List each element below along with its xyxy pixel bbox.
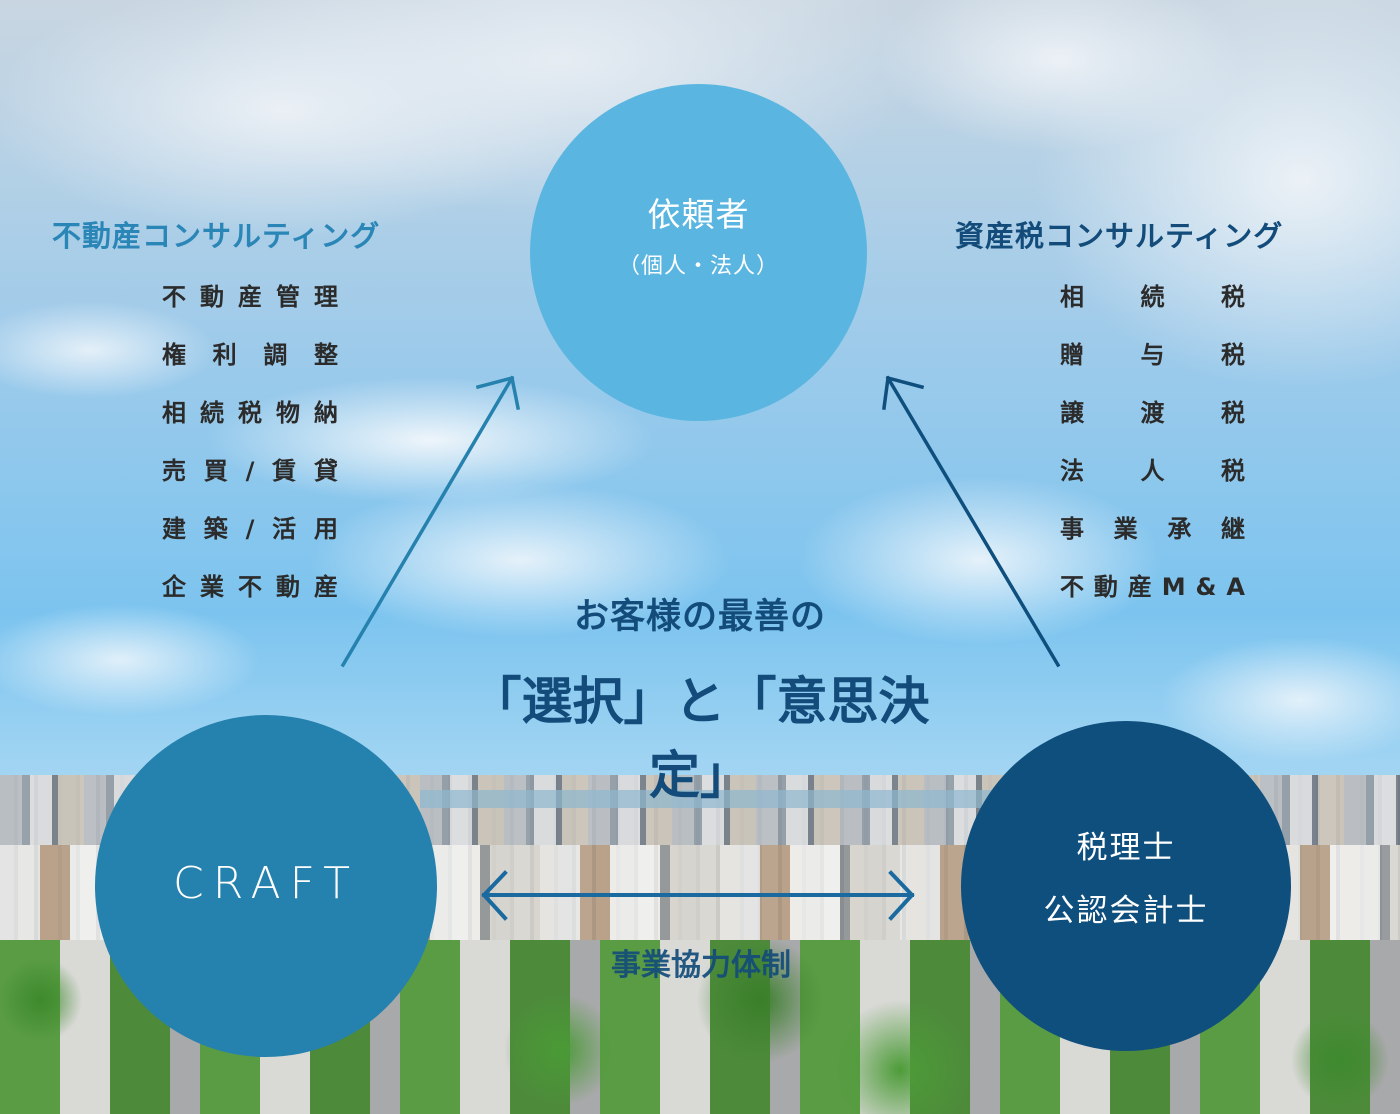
tagline-line1: お客様の最善の	[573, 597, 826, 637]
client-title: 依頼者	[647, 194, 750, 234]
list-item-char: 建	[162, 515, 186, 543]
tax-accountant-circle: 税理士 公認会計士	[961, 721, 1291, 1051]
list-item-char: 税	[1221, 341, 1245, 369]
arrow-cooperation-bidirectional	[481, 870, 915, 921]
list-item-char: 業	[200, 573, 224, 601]
list-item-char: 承	[1167, 515, 1192, 543]
client-circle: 依頼者 （個人・法人）	[530, 84, 867, 421]
real-estate-service-item: 不動産管理	[162, 284, 338, 342]
list-item-char: 納	[314, 399, 338, 427]
list-item-char: 贈	[1060, 341, 1084, 369]
real-estate-consulting-heading: 不動産コンサルティング	[52, 219, 381, 253]
cpa-label: 公認会計士	[1043, 893, 1209, 929]
tagline-line2: 「選択」と「意思決定」	[470, 673, 930, 806]
list-item-char: 利	[212, 341, 237, 369]
list-item-char: 不	[238, 573, 262, 601]
list-item-char: 続	[200, 399, 224, 427]
asset-tax-service-item: 相続税	[1060, 284, 1245, 342]
list-item-char: 理	[314, 283, 338, 311]
asset-tax-service-item: 事 業 承継	[1060, 516, 1245, 574]
list-item-char: 人	[1140, 457, 1165, 485]
list-item-char: M	[1161, 573, 1186, 601]
sea-strip	[420, 790, 1020, 808]
list-item-char: 法	[1060, 457, 1084, 485]
list-item-char: 築	[203, 515, 228, 543]
list-item-char: 賃	[272, 457, 297, 485]
list-item-char: 貸	[313, 457, 338, 485]
real-estate-service-item: 相続税物納	[162, 400, 338, 458]
list-item-char: 用	[313, 515, 338, 543]
list-item-char: 税	[1221, 399, 1245, 427]
list-item-char: 税	[238, 399, 262, 427]
list-item-char: A	[1226, 573, 1245, 601]
real-estate-service-item: 建築 / 活用	[162, 516, 338, 574]
list-item-char: 不	[162, 283, 186, 311]
list-item-char: 不	[1060, 573, 1084, 601]
asset-tax-service-item: 譲渡税	[1060, 400, 1245, 458]
list-item-char: /	[245, 457, 255, 485]
real-estate-service-item: 売買 / 賃貸	[162, 458, 338, 516]
list-item-char: 産	[238, 283, 262, 311]
list-item-char: 譲	[1060, 399, 1084, 427]
list-item-char: 業	[1113, 515, 1138, 543]
craft-circle: CRAFT	[95, 715, 437, 1057]
list-item-char: 産	[1127, 573, 1152, 601]
list-item-char: /	[245, 515, 255, 543]
list-item-char: 企	[162, 573, 186, 601]
list-item-char: 続	[1140, 283, 1165, 311]
list-item-char: 物	[276, 399, 300, 427]
arrow-craft-to-client	[340, 375, 521, 668]
client-subtitle: （個人・法人）	[617, 253, 779, 279]
list-item-char: 動	[1093, 573, 1118, 601]
asset-tax-consulting-heading: 資産税コンサルティング	[955, 219, 1284, 253]
list-item-char: 相	[1060, 283, 1084, 311]
list-item-char: 活	[272, 515, 297, 543]
list-item-char: 税	[1221, 457, 1245, 485]
real-estate-services-list: 不動産管理権利調整相続税物納売買/賃貸建築/活用企業不動産	[162, 284, 338, 632]
list-item-char: 産	[314, 573, 338, 601]
list-item-char: 継	[1220, 515, 1245, 543]
tax-accountant-label: 税理士	[1076, 830, 1176, 866]
asset-tax-service-item: 法人税	[1060, 458, 1245, 516]
business-cooperation-label: 事業協力体制	[611, 948, 791, 983]
list-item-char: 売	[162, 457, 186, 485]
list-item-char: 整	[313, 341, 338, 369]
list-item-char: 相	[162, 399, 186, 427]
list-item-char: &	[1195, 573, 1217, 601]
list-item-char: 買	[203, 457, 228, 485]
list-item-char: 税	[1221, 283, 1245, 311]
real-estate-service-item: 企業不動産	[162, 574, 338, 632]
arrow-tax-to-client	[882, 375, 1061, 668]
list-item-char: 動	[200, 283, 224, 311]
list-item-char: 渡	[1140, 399, 1165, 427]
list-item-char: 事	[1060, 515, 1084, 543]
list-item-char: 管	[276, 283, 300, 311]
craft-logo-text: CRAFT	[172, 857, 360, 909]
list-item-char: 与	[1140, 341, 1165, 369]
list-item-char: 動	[276, 573, 300, 601]
asset-tax-service-item: 贈与税	[1060, 342, 1245, 400]
list-item-char: 調	[263, 341, 288, 369]
real-estate-service-item: 権利調整	[162, 342, 338, 400]
list-item-char: 権	[162, 341, 186, 369]
